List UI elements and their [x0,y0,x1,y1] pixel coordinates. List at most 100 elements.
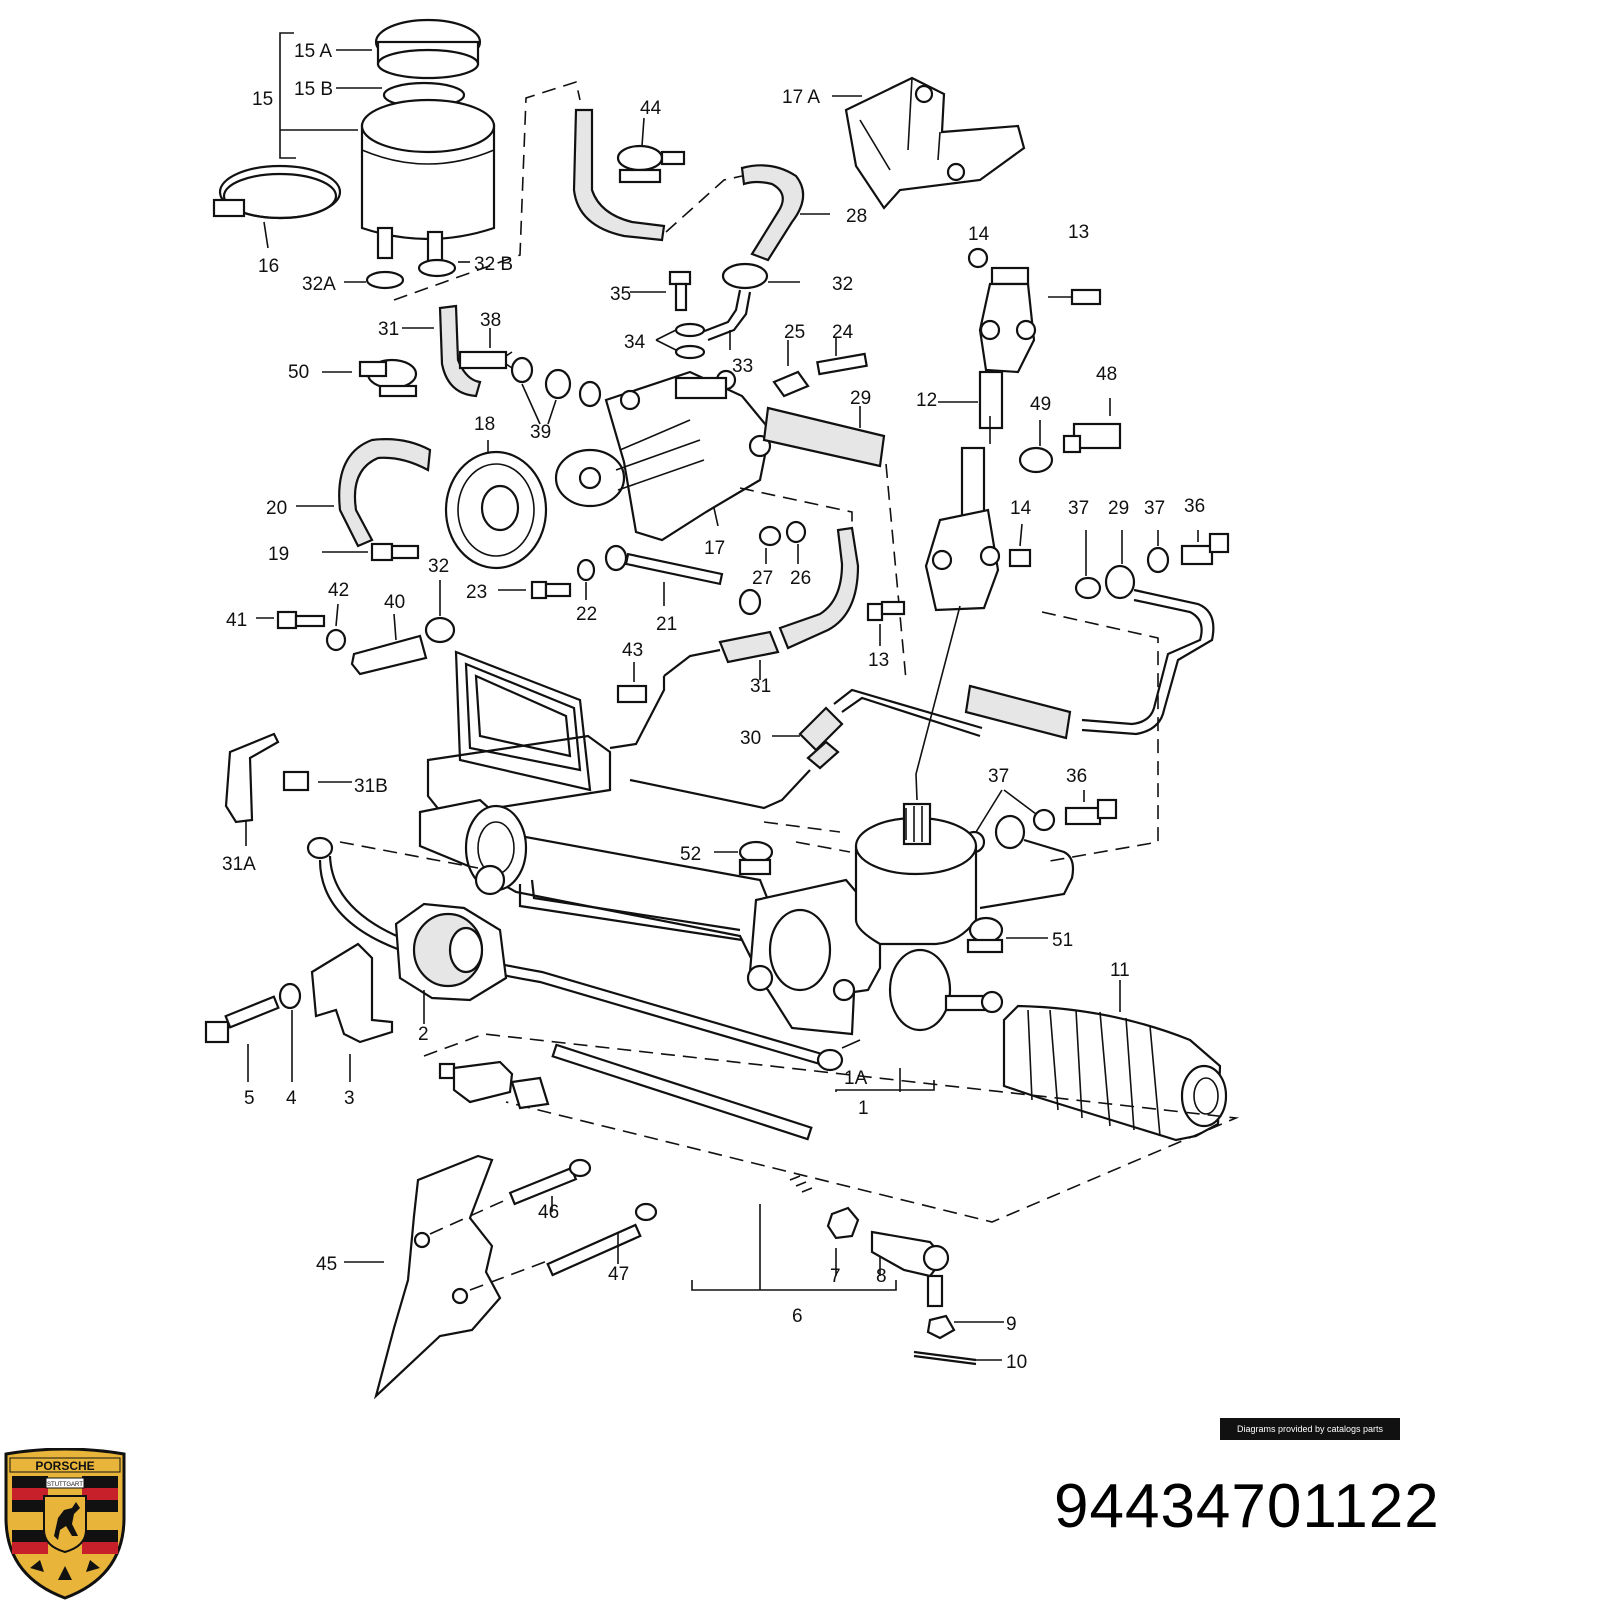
callout-1A: 1A [844,1068,868,1089]
rack-boot [1002,980,1228,1142]
logo-city: STUTTGART [47,1482,83,1488]
mount-clamp-3 [310,942,394,1082]
callout-31-upper: 31 [378,319,399,340]
callout-22: 22 [576,604,597,625]
callout-19: 19 [268,544,289,565]
callout-31-lower: 31 [750,676,771,697]
callout-41: 41 [226,610,247,631]
clamp-50 [322,358,418,398]
washer-42 [325,603,347,652]
callout-52: 52 [680,844,701,865]
callout-48: 48 [1096,364,1117,385]
bolt-13-lower [866,600,906,646]
callout-47: 47 [608,1264,629,1285]
callout-13-upper: 13 [1068,222,1089,243]
heat-shield-45 [344,1154,551,1400]
porsche-crest-logo: PORSCHE STUTTGART [4,1448,126,1600]
clamp-52 [714,840,774,876]
callout-2: 2 [418,1024,429,1045]
callout-44: 44 [640,98,662,119]
callout-13-lower: 13 [868,650,889,671]
callout-labels: 15 A 15 B 15 16 32A 32 B 44 17 A 28 14 1… [222,41,1205,1373]
hose-30 [629,688,983,810]
callout-1: 1 [858,1098,869,1119]
pressure-switch [1018,398,1122,474]
callout-34: 34 [624,332,646,353]
clamp-32-lower [424,580,456,644]
clamp-44 [616,117,686,184]
callout-15B: 15 B [294,79,333,100]
callout-27: 27 [752,568,773,589]
washers-39 [510,356,602,425]
callout-32A: 32A [302,274,336,295]
callout-40: 40 [384,592,405,613]
clamp-43 [616,662,648,704]
callout-14-lower: 14 [1010,498,1032,519]
callout-37-upper-right: 37 [1144,498,1165,519]
washers-34 [655,322,706,360]
callout-46: 46 [538,1202,559,1223]
pump-bracket [832,76,1026,210]
hose-31-lower [663,526,860,680]
callout-17: 17 [704,538,725,559]
banjo-35 [630,270,692,312]
callout-15: 15 [252,89,273,110]
lower-u-joint [924,401,1032,612]
bolt-23 [498,580,572,600]
rack-mount-bushing [394,902,508,1024]
mount-31A-31B [224,732,352,846]
callout-21: 21 [656,614,677,635]
callout-32B: 32 B [474,254,513,275]
callout-16: 16 [258,256,279,277]
callout-18: 18 [474,414,495,435]
bolt-19 [322,542,420,562]
pump-pulley [444,440,548,570]
callout-31A: 31A [222,854,256,875]
callout-25: 25 [784,322,805,343]
power-steering-pump [554,369,772,542]
adjusting-rod-21 [604,544,762,616]
callout-50: 50 [288,362,309,383]
logo-wordmark: PORSCHE [35,1459,94,1473]
callout-32-left: 32 [428,556,449,577]
callout-14-upper: 14 [968,224,990,245]
fluid-reservoir [279,18,496,264]
callout-35: 35 [610,284,631,305]
catalog-credit-badge: Diagrams provided by catalogs parts [1220,1418,1400,1440]
oil-cooler [426,650,666,818]
tie-rod-assembly [423,1033,1240,1366]
callout-6: 6 [792,1306,803,1327]
callout-31B: 31B [354,776,388,797]
callout-4: 4 [286,1088,297,1109]
nut-27-washer-26 [758,520,807,564]
spacer-25-bolt-24 [772,338,868,398]
callout-39: 39 [530,422,551,443]
pipe-33 [701,262,800,350]
callout-51: 51 [1052,930,1073,951]
steering-rack-housing [418,605,1004,1036]
callout-28: 28 [846,206,867,227]
callout-36-lower: 36 [1066,766,1087,787]
callout-45: 45 [316,1254,337,1275]
callout-10: 10 [1006,1352,1027,1373]
callout-7: 7 [830,1266,841,1287]
callout-23: 23 [466,582,487,603]
callout-43: 43 [622,640,643,661]
washer-4 [278,982,302,1082]
washer-22 [576,558,596,600]
callout-37-lower: 37 [988,766,1009,787]
reservoir-clamp-band [212,164,342,249]
hose-clamps-32 [344,80,581,301]
callout-32-upper: 32 [832,274,853,295]
return-hose [572,108,830,262]
callout-11: 11 [1110,960,1130,981]
bolt-5 [204,995,280,1082]
part-number: 94434701122 [1054,1472,1440,1541]
callout-9: 9 [1006,1314,1017,1335]
callout-49: 49 [1030,394,1051,415]
clamp-51 [966,916,1048,954]
hose-29-pump [739,406,907,681]
callout-30: 30 [740,728,761,749]
callout-36-upper: 36 [1184,496,1205,517]
